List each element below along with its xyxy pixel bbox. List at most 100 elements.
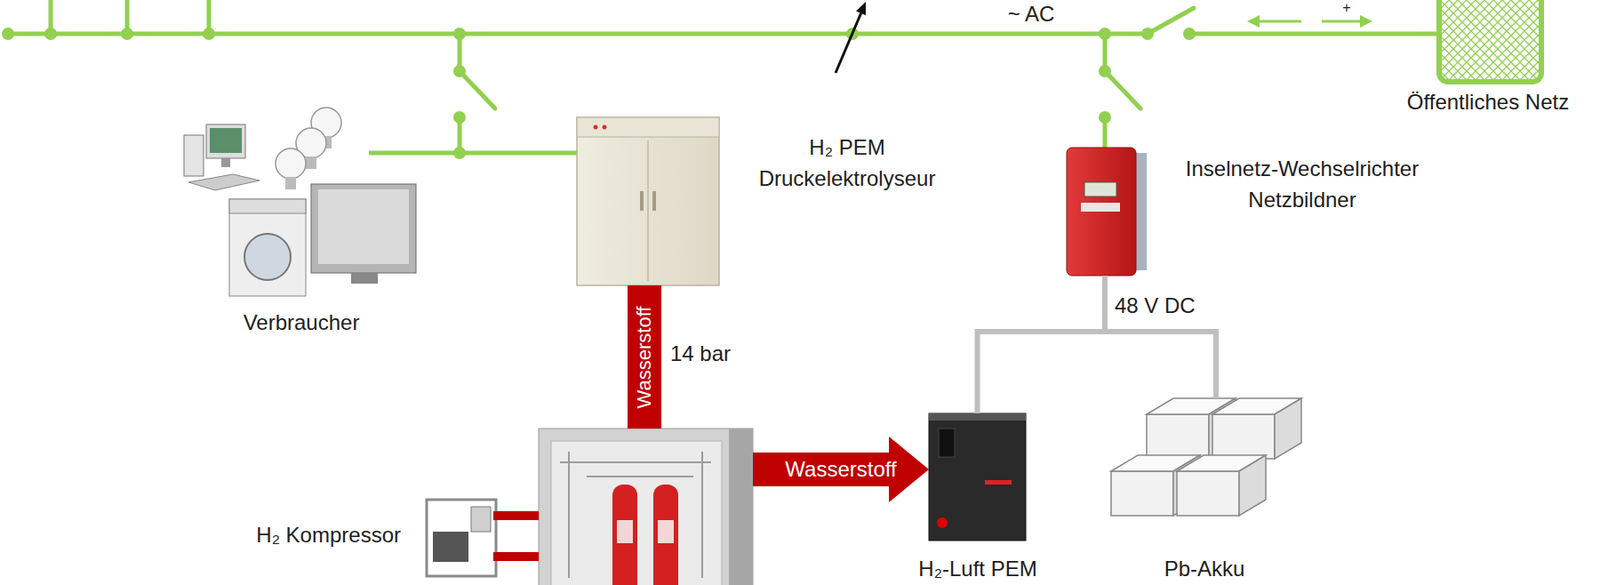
compressor-head xyxy=(471,506,491,532)
device-label: Öffentliches Netz xyxy=(1407,87,1569,119)
meter-line xyxy=(835,12,862,73)
grid-symbol xyxy=(1439,0,1542,82)
washer-door xyxy=(244,233,291,280)
meter-head xyxy=(856,1,866,16)
device-label: H₂-Luft PEM xyxy=(918,553,1037,585)
grid-ground xyxy=(1439,0,1542,82)
battery-side xyxy=(1239,455,1266,516)
meter-arrow xyxy=(835,1,866,73)
inverter xyxy=(1066,147,1147,276)
junction-dot xyxy=(1098,64,1112,78)
bus-type-label: ~ AC xyxy=(1008,1,1056,28)
washer-panel xyxy=(229,199,306,214)
compressor-frame xyxy=(426,499,496,576)
junction-dot xyxy=(120,27,134,40)
stop-button xyxy=(936,517,948,528)
battery-front xyxy=(1176,471,1240,516)
tv-screen xyxy=(318,189,409,264)
consumer-group: Verbraucher xyxy=(182,102,369,338)
connector-label: Wasserstoff xyxy=(633,305,656,408)
connector-line xyxy=(1104,275,1216,399)
junction-dot xyxy=(453,111,466,124)
junction-dot xyxy=(202,27,216,40)
switch-blade xyxy=(459,71,496,109)
arrow-line xyxy=(1255,20,1302,24)
junction-dot xyxy=(1098,27,1112,40)
inverter-panel xyxy=(1080,202,1120,212)
pc-stand xyxy=(221,158,231,168)
public-grid: Öffentliches Netz xyxy=(1386,0,1592,116)
gas-pipe xyxy=(568,451,570,578)
keyboard xyxy=(188,174,260,191)
voltage-label: 48 V DC xyxy=(1114,293,1196,320)
device-label: Pb-Akku xyxy=(1164,553,1246,585)
storage-cabinet xyxy=(538,428,753,585)
tv-stand xyxy=(351,272,378,284)
compressor-motor xyxy=(432,531,469,562)
gas-cylinder xyxy=(653,484,679,585)
gas-link xyxy=(493,552,539,561)
lamp-base xyxy=(285,176,296,190)
cabinet-top xyxy=(576,117,720,137)
arrow-head xyxy=(1360,15,1373,28)
pc-monitor xyxy=(206,124,246,159)
gas-pipe xyxy=(586,475,694,478)
fuel-cell xyxy=(928,413,1026,541)
connector-label: Wasserstoff xyxy=(784,457,896,481)
cabinet-body xyxy=(538,428,753,585)
consumer-icons xyxy=(184,107,416,296)
sign-label: + xyxy=(1342,0,1351,17)
gas-pipe xyxy=(701,451,704,578)
dc-connector xyxy=(1104,275,1216,399)
ac-bus xyxy=(8,0,1440,153)
pc-screen xyxy=(209,128,242,153)
gas-pipe xyxy=(560,461,712,464)
bus-line xyxy=(1189,32,1440,37)
junction-dot xyxy=(453,27,466,40)
tv-frame xyxy=(311,184,416,273)
connector-line xyxy=(368,151,577,156)
fuel-cell-display xyxy=(938,428,955,457)
exchange-arrows xyxy=(1247,15,1373,28)
switch-blade xyxy=(1104,71,1141,109)
junction-dot xyxy=(453,64,466,78)
junction-dot xyxy=(1183,27,1196,40)
ac-connector xyxy=(368,152,577,154)
junction-dot xyxy=(44,27,57,40)
arrow-line xyxy=(1321,20,1365,24)
fuel-cell: H₂-Luft PEM xyxy=(928,413,1026,583)
status-led xyxy=(593,125,599,130)
pressure-label: 14 bar xyxy=(670,341,731,368)
lamp xyxy=(275,148,306,179)
fuel-cell-badge xyxy=(984,480,1012,485)
device-label: H₂ PEM Druckelektrolyseur xyxy=(759,132,936,195)
battery xyxy=(1176,455,1266,516)
washing-machine xyxy=(229,199,306,296)
lamp-base xyxy=(305,156,317,169)
inverter-body xyxy=(1066,147,1136,276)
device-label: H₂ Kompressor xyxy=(256,520,401,552)
connector-line xyxy=(977,275,1106,414)
inverter-display xyxy=(1084,182,1117,197)
battery-bank: Pb-Akku xyxy=(1106,398,1302,583)
junction-dot xyxy=(1,27,15,40)
hydrogen-arrow xyxy=(752,436,929,503)
status-led xyxy=(602,125,608,130)
cylinder-tag xyxy=(657,520,674,544)
battery-front xyxy=(1111,471,1174,516)
battery-front xyxy=(1212,414,1275,459)
gas-cylinder xyxy=(612,484,638,585)
battery xyxy=(1212,398,1302,459)
junction-dot xyxy=(1098,111,1112,124)
connector-line xyxy=(627,285,662,429)
door-handle xyxy=(640,191,644,211)
battery-front xyxy=(1146,414,1209,459)
cabinet-side xyxy=(728,428,753,585)
bus-line xyxy=(8,32,1148,37)
compressor-storage: H₂ Kompressor xyxy=(538,428,753,585)
door-handle xyxy=(652,191,656,211)
